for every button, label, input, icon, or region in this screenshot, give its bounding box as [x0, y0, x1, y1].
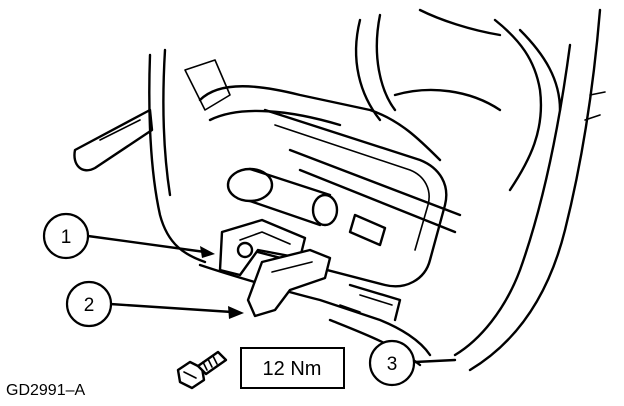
torque-label: 12 Nm	[263, 358, 322, 380]
callout-1: 1	[42, 212, 90, 260]
callout-2-label: 2	[84, 295, 95, 316]
transmission-housing	[73, 8, 606, 372]
callout-3-label: 3	[387, 354, 398, 375]
arrow-pointer	[228, 306, 244, 319]
arrow-pointer	[200, 246, 215, 258]
callout-1-label: 1	[61, 227, 72, 248]
callout-2: 2	[65, 280, 113, 328]
bolt-icon	[176, 350, 228, 390]
callout-3: 3	[368, 339, 416, 387]
leader-lines	[86, 234, 457, 364]
figure-id: GD2991–A	[6, 382, 85, 399]
torque-spec-box: 12 Nm	[240, 347, 345, 389]
